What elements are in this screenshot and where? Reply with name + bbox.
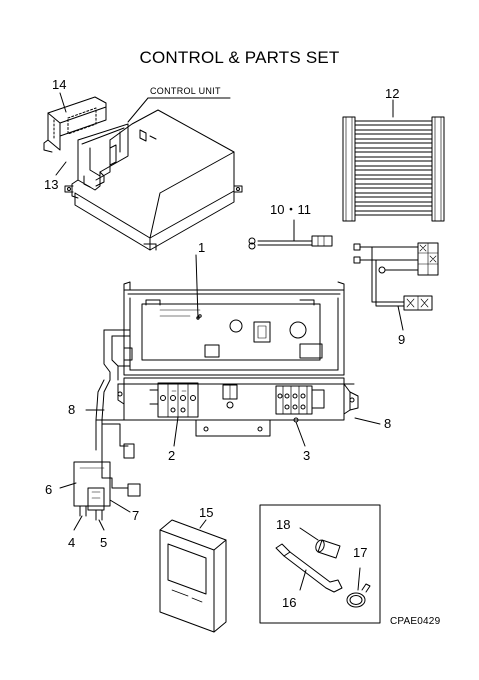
callout-14: 14: [52, 77, 67, 92]
callout-2: 2: [168, 448, 176, 463]
part-14-cover: [43, 96, 107, 153]
callout-8-left: 8: [68, 402, 76, 417]
callout-3: 3: [303, 448, 311, 463]
tray-switch: [222, 384, 238, 409]
part-18-insulation: [299, 527, 341, 559]
parts-bag-frame: [259, 504, 381, 624]
terminal-tray: [117, 377, 359, 437]
part-12-wire-harness: [342, 99, 445, 222]
callout-18: 18: [276, 517, 291, 532]
part-2-terminal-block: [149, 382, 199, 447]
callout-15: 15: [199, 505, 214, 520]
callout-9: 9: [398, 332, 406, 347]
diagram-title: CONTROL & PARTS SET: [139, 48, 340, 67]
callout-16: 16: [282, 595, 297, 610]
callout-10-11: 10・11: [270, 202, 311, 217]
callout-12: 12: [385, 86, 400, 101]
control-unit-label: CONTROL UNIT: [150, 86, 221, 96]
part-17-hose-clamp: [346, 567, 371, 608]
drawing-code: CPAE0429: [390, 616, 441, 627]
callout-4: 4: [68, 535, 76, 550]
callout-8-right: 8: [384, 416, 392, 431]
callout-7: 7: [132, 508, 140, 523]
control-unit-box: [64, 109, 243, 251]
callout-1: 1: [198, 240, 206, 255]
callout-17: 17: [353, 545, 368, 560]
part-6-harness: [59, 379, 141, 531]
part-1-control-board-box: [103, 254, 345, 381]
part-13-bracket: [71, 123, 129, 199]
part-9-wire: [353, 242, 439, 331]
part-16-drain-hose: [275, 543, 343, 593]
callout-6: 6: [45, 482, 53, 497]
part-10-11-wire: [248, 219, 333, 250]
part-3-terminal-block: [275, 385, 325, 447]
callout-5: 5: [100, 535, 108, 550]
part-15-remote-controller: [159, 519, 227, 633]
callout-13: 13: [44, 177, 59, 192]
